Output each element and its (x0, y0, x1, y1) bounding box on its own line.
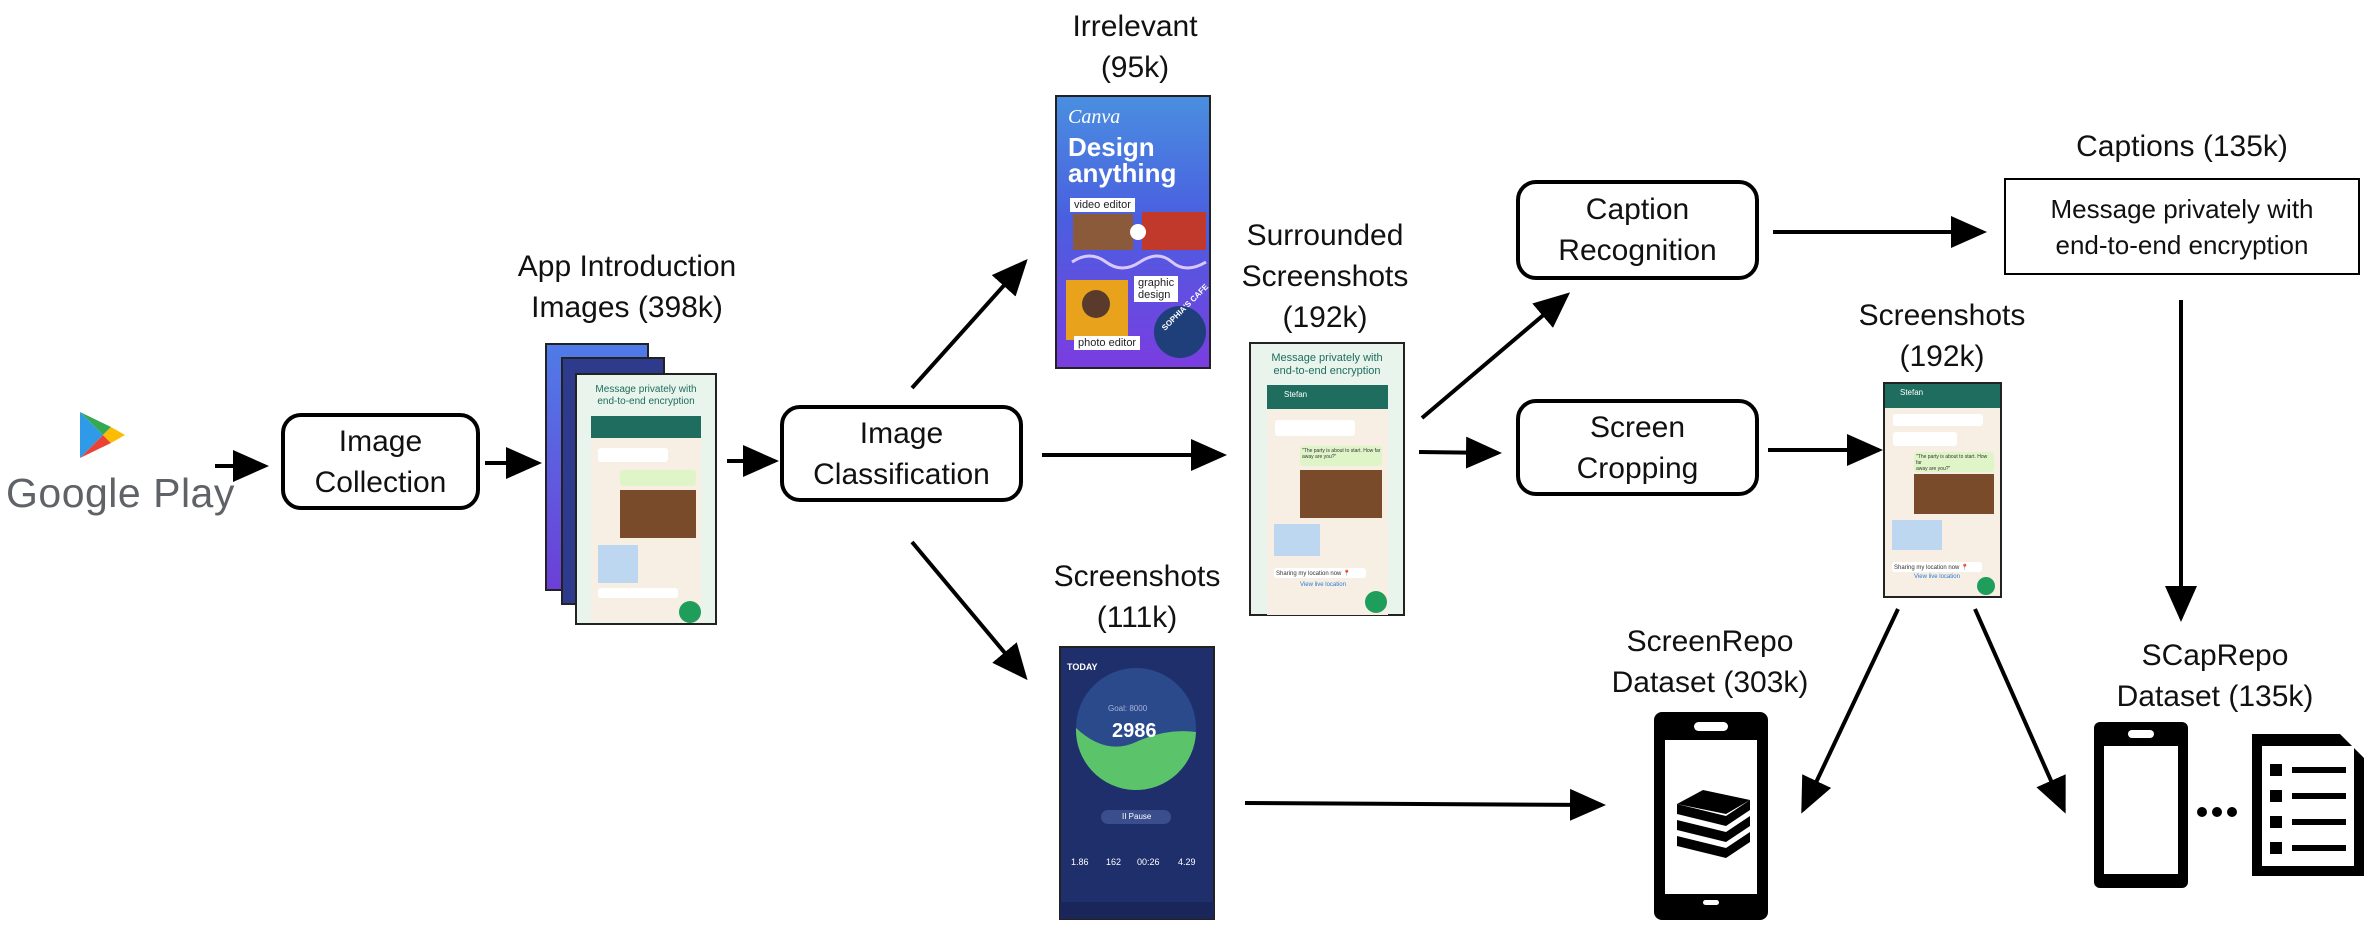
scaprepo-label: SCapRepo Dataset (135k) (2116, 639, 2314, 713)
app-intro-image-stack (545, 343, 717, 625)
canva-logo-text: Canva (1068, 106, 1121, 128)
step-stat-1: 1.86 (1071, 857, 1089, 867)
image-collection-step: Image Collection (281, 413, 480, 510)
caption-recognition-step: Caption Recognition (1516, 180, 1759, 280)
step-count-value: 2986 (1112, 720, 1157, 742)
screenrepo-label: ScreenRepo Dataset (303k) (1611, 625, 1809, 699)
captions-label: Captions (135k) (2076, 130, 2288, 163)
step-stat-2: 162 (1106, 857, 1122, 867)
cropped-screenshot-image (1883, 382, 2002, 598)
step-goal-label: Goal: 8000 (1108, 704, 1148, 713)
list-icon (2252, 734, 2364, 876)
phone-outline-icon (2094, 722, 2188, 888)
intro-banner-text: Message privately with end-to-end encryp… (595, 384, 697, 407)
image-classification-step: Image Classification (780, 405, 1023, 502)
flow-arrows (215, 216, 2197, 821)
arrow-surrounded-to-screen-cropping (1418, 436, 1502, 469)
ellipsis-icon (2197, 807, 2237, 817)
step-today-label: TODAY (1067, 662, 1098, 672)
arrow-screenshots111k-to-screenrepo (1244, 788, 1606, 821)
google-play-logo-icon (80, 412, 125, 458)
books-icon (1677, 790, 1750, 858)
screenshots-111k-label: Screenshots (111k) (1053, 560, 1221, 634)
screen-cropping-step: Screen Cropping (1516, 399, 1759, 496)
surrounded-banner-text: Message privately with end-to-end encryp… (1271, 352, 1383, 377)
surrounded-contact-name: Stefan (1284, 390, 1308, 399)
canva-tag-video-editor: video editor (1070, 198, 1135, 212)
arrow-screenshots-to-screenrepo (1801, 608, 1900, 814)
step-stat-3: 00:26 (1137, 857, 1160, 867)
canva-tag-graphic-design: graphic design (1134, 276, 1179, 302)
step-stat-4: 4.29 (1178, 857, 1196, 867)
canva-tag-photo-editor: photo editor (1074, 336, 1141, 350)
arrow-classification-to-screenshots (910, 540, 1028, 681)
surrounded-msg-2: Sharing my location now 📍 (1276, 571, 1351, 577)
surrounded-screenshot-image (1249, 342, 1405, 616)
arrow-classification-to-irrelevant (910, 259, 1028, 390)
surrounded-screenshots-label: Surrounded Screenshots (192k) (1241, 219, 1409, 334)
caption-example-box: Message privately with end-to-end encryp… (2004, 178, 2360, 275)
canva-headline: Design anything (1068, 132, 1177, 188)
surrounded-msg-3: View live location (1300, 582, 1346, 588)
arrow-screenshots-to-scaprepo (1973, 608, 2066, 814)
surrounded-msg-1: "The party is about to start. How far aw… (1302, 448, 1381, 460)
screenshots-192k-label: Screenshots (192k) (1858, 299, 2026, 373)
irrelevant-label: Irrelevant (95k) (1072, 10, 1198, 84)
cropped-msg-1: "The party is about to start. How far aw… (1916, 454, 1988, 472)
screenshots-111k-image (1059, 646, 1215, 920)
cropped-msg-2: Sharing my location now 📍 (1894, 565, 1969, 571)
cropped-msg-3: View live location (1914, 574, 1960, 580)
google-play-label: Google Play (6, 470, 235, 516)
step-pause-button: II Pause (1122, 812, 1152, 821)
app-intro-label: App Introduction Images (398k) (517, 250, 737, 324)
arrow-surrounded-to-caption-recognition (1420, 292, 1571, 420)
cropped-contact-name: Stefan (1900, 388, 1924, 397)
irrelevant-image (1055, 95, 1211, 369)
